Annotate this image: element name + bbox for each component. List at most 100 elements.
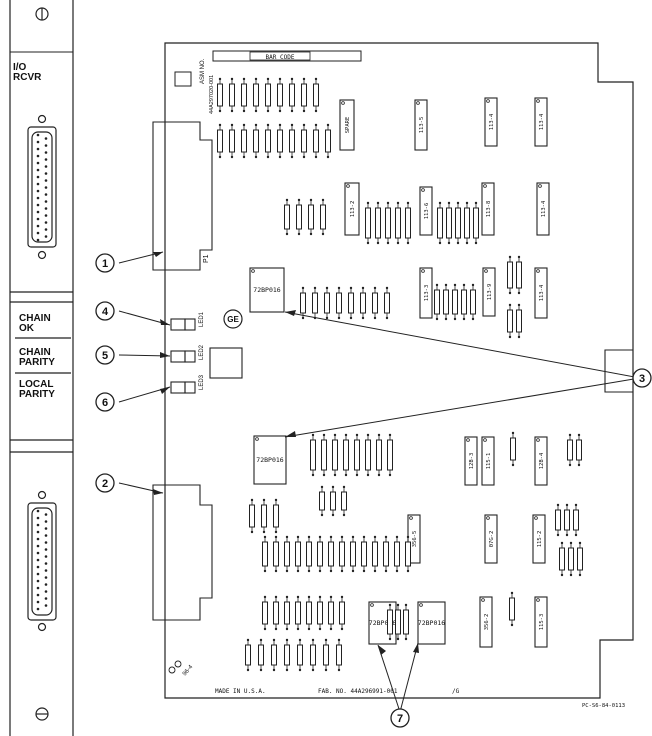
part-number: 44A297020-001 xyxy=(209,75,215,114)
ic-chip: 113-4 xyxy=(534,97,548,147)
callout-number: 3 xyxy=(639,373,645,385)
ic-label: 113-4 xyxy=(539,284,545,301)
pin xyxy=(36,579,40,583)
pin xyxy=(36,154,40,158)
resistor xyxy=(289,77,295,113)
resistor xyxy=(383,535,389,573)
module-label-line2: RCVR xyxy=(13,72,42,83)
led2-ref: LED2 xyxy=(199,344,205,360)
resistor xyxy=(394,535,400,573)
resistor xyxy=(317,535,323,573)
ic-label: 356-2 xyxy=(484,614,490,631)
edge-connector-p1 xyxy=(152,121,213,271)
resistor xyxy=(509,591,515,627)
resistor xyxy=(405,201,411,245)
pin xyxy=(44,520,48,523)
ic-label: 115-2 xyxy=(537,531,543,548)
resistor xyxy=(241,123,247,159)
pin xyxy=(44,583,48,586)
pin xyxy=(44,200,48,203)
resistor xyxy=(289,123,295,159)
led-label-line2: PARITY xyxy=(19,389,55,400)
ic-label: 113-2 xyxy=(350,201,356,218)
ic-label: 07G-2 xyxy=(489,531,495,548)
ic-chip: 113-4 xyxy=(484,97,498,147)
resistor xyxy=(403,603,409,641)
pin xyxy=(36,182,40,186)
resistor xyxy=(405,535,411,573)
ic-chip: 356-2 xyxy=(479,596,493,648)
resistor xyxy=(455,201,461,245)
pin xyxy=(36,161,40,165)
resistor xyxy=(295,535,301,573)
resistor xyxy=(301,77,307,113)
callout-3: 3 xyxy=(632,368,652,388)
resistor xyxy=(319,485,325,517)
resistor xyxy=(321,433,327,477)
resistor xyxy=(296,198,302,236)
ic-chip: 07G-2 xyxy=(484,514,498,564)
resistor xyxy=(354,433,360,477)
resistor xyxy=(313,123,319,159)
ic-label: 113-5 xyxy=(419,117,425,134)
ic-chip: 113-4 xyxy=(536,182,550,236)
resistor xyxy=(446,201,452,245)
callout-number: 6 xyxy=(102,397,108,409)
resistor xyxy=(332,433,338,477)
ic-chip: 115-3 xyxy=(534,596,548,648)
resistor xyxy=(229,77,235,113)
callout-number: 4 xyxy=(102,306,109,318)
pin xyxy=(36,565,40,569)
pin xyxy=(44,562,48,565)
resistor xyxy=(507,255,513,295)
ic-label: 115-1 xyxy=(486,453,492,470)
resistor xyxy=(372,286,378,320)
ic-label: 113-3 xyxy=(424,285,430,302)
resistor xyxy=(577,541,583,577)
resistor xyxy=(464,201,470,245)
resistor xyxy=(461,283,467,321)
resistor xyxy=(320,198,326,236)
resistor xyxy=(510,431,516,467)
resistor xyxy=(258,638,264,672)
pin xyxy=(36,558,40,562)
resistor xyxy=(300,286,306,320)
resistor xyxy=(395,201,401,245)
resistor xyxy=(376,433,382,477)
pin xyxy=(36,537,40,541)
pin xyxy=(44,555,48,558)
resistor xyxy=(271,638,277,672)
arrowheads xyxy=(153,252,419,655)
resistor xyxy=(343,433,349,477)
pin xyxy=(44,186,48,189)
resistor xyxy=(330,485,336,517)
board-outline xyxy=(164,42,634,699)
lower-d-connector xyxy=(27,490,57,632)
ic-label: 113-4 xyxy=(539,113,545,130)
faceplate-top-screw-icon xyxy=(35,7,49,21)
callout-2: 2 xyxy=(95,473,115,493)
pin xyxy=(44,235,48,238)
resistor xyxy=(387,603,393,641)
led3-ref: LED3 xyxy=(199,374,205,390)
resistor xyxy=(452,283,458,321)
pin xyxy=(44,193,48,196)
resistor xyxy=(507,303,513,339)
led-label-chain-ok: CHAIN OK xyxy=(19,314,51,334)
resistor xyxy=(365,201,371,245)
pin xyxy=(44,137,48,140)
pin xyxy=(36,530,40,534)
pin xyxy=(36,217,40,221)
callout-7: 7 xyxy=(390,708,410,728)
ic-label: SPARE xyxy=(345,117,351,134)
resistor xyxy=(261,498,267,534)
resistor xyxy=(372,535,378,573)
pin xyxy=(36,147,40,151)
pin xyxy=(36,607,40,611)
pin xyxy=(44,151,48,154)
faceplate xyxy=(9,0,74,736)
pin xyxy=(44,569,48,572)
